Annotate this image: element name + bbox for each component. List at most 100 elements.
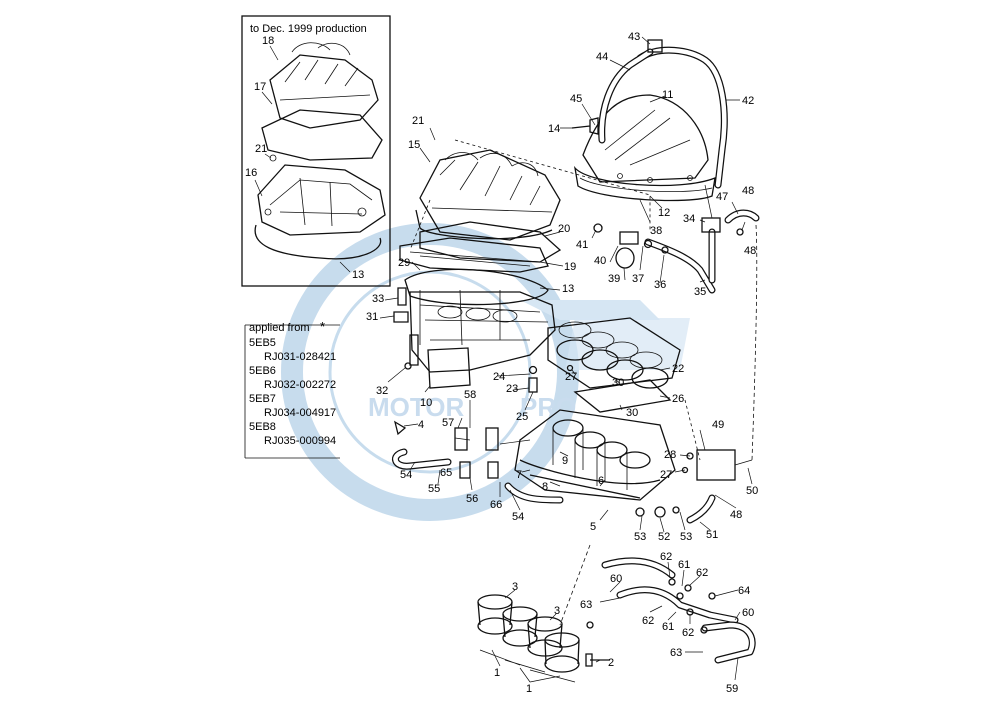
filter-element-lines [409, 251, 541, 267]
callout-8: 8 [542, 481, 548, 493]
callout-44: 44 [596, 51, 608, 63]
callout-48-lower: 48 [730, 509, 742, 521]
callout-43: 43 [628, 31, 640, 43]
callout-62-d: 62 [682, 627, 694, 639]
label-21-inset: 21 [255, 143, 267, 155]
callout-56: 56 [466, 493, 478, 505]
callout-48-right: 48 [744, 245, 756, 257]
callout-14: 14 [548, 123, 560, 135]
callout-15: 15 [408, 139, 420, 151]
callout-55: 55 [428, 483, 440, 495]
callout-27-lower: 27 [660, 469, 672, 481]
callout-24: 24 [493, 371, 505, 383]
callout-60-left: 60 [610, 573, 622, 585]
callout-33: 33 [372, 293, 384, 305]
callout-61-a: 61 [678, 559, 690, 571]
callout-13: 13 [562, 283, 574, 295]
callout-1-left: 1 [494, 667, 500, 679]
callout-52: 52 [658, 531, 670, 543]
callout-50: 50 [746, 485, 758, 497]
callout-54-left: 54 [400, 469, 412, 481]
callout-labels: 43 44 45 14 11 42 12 34 47 48 48 21 15 2… [366, 31, 758, 695]
callout-21: 21 [412, 115, 424, 127]
gasket-13 [404, 268, 549, 306]
applied-line-6: RJ034-004917 [264, 407, 336, 419]
callout-27-upper: 27 [565, 371, 577, 383]
callout-10: 10 [420, 397, 432, 409]
callout-25: 25 [516, 411, 528, 423]
intake-joints-lower [477, 594, 610, 683]
callout-22: 22 [672, 363, 684, 375]
airbox-cover [415, 149, 561, 241]
callout-59: 59 [726, 683, 738, 695]
applied-line-7: 5EB8 [249, 421, 276, 433]
callout-11: 11 [662, 89, 673, 101]
callout-60-right: 60 [742, 607, 754, 619]
callout-9: 9 [562, 455, 568, 467]
callout-20: 20 [558, 223, 570, 235]
callout-26: 26 [672, 393, 684, 405]
callout-29: 29 [398, 257, 410, 269]
callout-66: 66 [490, 499, 502, 511]
label-17-inset: 17 [254, 81, 266, 93]
applied-from-note: applied from * 5EB5 RJ031-028421 5EB6 RJ… [244, 319, 340, 459]
callout-49: 49 [712, 419, 724, 431]
applied-title: applied from [249, 322, 310, 334]
callout-3-right: 3 [554, 605, 560, 617]
callout-32: 32 [376, 385, 388, 397]
callout-53-left: 53 [634, 531, 646, 543]
callout-5: 5 [590, 521, 596, 533]
applied-mark: * [320, 319, 325, 334]
callout-3-left: 3 [512, 581, 518, 593]
callout-54-right: 54 [512, 511, 524, 523]
callout-45: 45 [570, 93, 582, 105]
callout-64: 64 [738, 585, 750, 597]
gasket-20 [419, 221, 562, 263]
callout-47: 47 [716, 191, 728, 203]
callout-57: 57 [442, 417, 454, 429]
callout-42: 42 [742, 95, 754, 107]
intake-duct [573, 94, 716, 202]
applied-line-3: 5EB6 [249, 365, 276, 377]
filter-element-19 [399, 237, 549, 273]
callout-30-lower: 30 [626, 407, 638, 419]
applied-line-5: 5EB7 [249, 393, 276, 405]
callout-19: 19 [564, 261, 576, 273]
callout-63-right: 63 [670, 647, 682, 659]
watermark-logo: MOTOR PRO [281, 223, 690, 521]
callout-53-right: 53 [680, 531, 692, 543]
applied-line-1: 5EB5 [249, 337, 276, 349]
callout-28: 28 [664, 449, 676, 461]
inset-early-production: to Dec. 1999 production 18 17 21 16 13 [241, 15, 391, 287]
callout-41: 41 [576, 239, 588, 251]
callout-61-b: 61 [662, 621, 674, 633]
watermark-tail: PRO [520, 392, 576, 422]
hose-assembly [559, 544, 756, 664]
callout-51: 51 [706, 529, 718, 541]
callout-38: 38 [650, 225, 662, 237]
inset-caption: to Dec. 1999 production [250, 23, 367, 35]
callout-30-upper: 30 [612, 377, 624, 389]
callout-6: 6 [598, 475, 604, 487]
label-13-inset: 13 [352, 269, 364, 281]
watermark-text: MOTOR [368, 392, 465, 422]
callout-23: 23 [506, 383, 518, 395]
label-16-inset: 16 [245, 167, 257, 179]
intake-joints [547, 317, 681, 389]
callout-34: 34 [683, 213, 695, 225]
callout-2: 2 [608, 657, 614, 669]
callout-62-b: 62 [696, 567, 708, 579]
applied-line-8: RJ035-000994 [264, 435, 336, 447]
applied-line-4: RJ032-002272 [264, 379, 336, 391]
callout-7: 7 [516, 469, 522, 481]
callout-48-top: 48 [742, 185, 754, 197]
callout-4: 4 [418, 419, 424, 431]
callout-62-a: 62 [660, 551, 672, 563]
throttle-bodies [514, 409, 676, 501]
callout-35: 35 [694, 286, 706, 298]
callout-31: 31 [366, 311, 378, 323]
callout-58: 58 [464, 389, 476, 401]
callout-63-left: 63 [580, 599, 592, 611]
